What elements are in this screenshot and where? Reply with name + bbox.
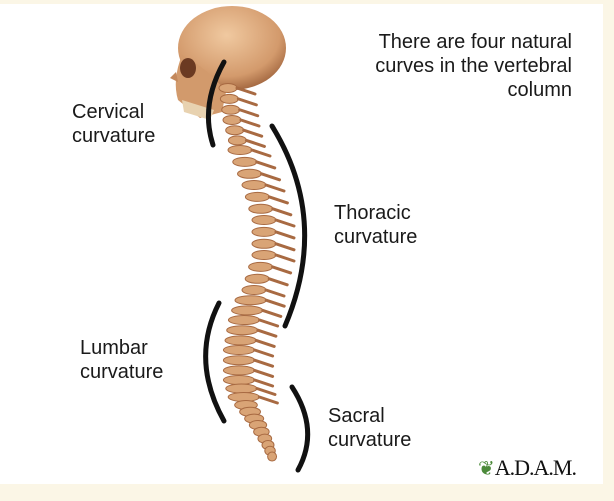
vertebra (227, 145, 253, 155)
lumbar-label: Lumbar curvature (80, 336, 163, 384)
title-line: curves in the vertebral (375, 55, 572, 77)
spinous-process (274, 218, 296, 228)
spinous-process (255, 387, 277, 396)
spinous-process (274, 230, 296, 240)
spinous-process (250, 148, 272, 158)
vertebra (251, 226, 277, 237)
spinous-process (267, 277, 289, 287)
label-line: Thoracic (334, 202, 411, 224)
spinous-process (244, 138, 266, 148)
spinous-process (253, 378, 275, 388)
vertebra (226, 325, 259, 336)
vertebra (244, 273, 270, 284)
vertebra (225, 125, 245, 136)
lumbar-curve-arc (203, 300, 227, 424)
label-line: curvature (328, 429, 412, 451)
spinous-process (264, 183, 286, 193)
spinous-process (257, 395, 279, 405)
vertebra (248, 261, 274, 272)
spinous-process (242, 128, 264, 138)
spinous-process (239, 118, 261, 128)
spinous-process (260, 172, 282, 182)
vertebra (232, 156, 258, 167)
thoracic-label: Thoracic curvature (334, 201, 417, 249)
spinous-process (274, 253, 296, 263)
vertebra (222, 365, 256, 376)
spinous-process (253, 368, 275, 378)
spinous-process (253, 348, 275, 358)
spinous-process (258, 318, 280, 328)
spinous-process (235, 86, 257, 96)
sacral-curve-arc (289, 384, 311, 473)
title-line: There are four natural (378, 31, 572, 53)
spinous-process (264, 288, 286, 298)
vertebra (241, 285, 267, 295)
vertebra (222, 345, 256, 355)
vertebra (231, 305, 264, 316)
vertebra (241, 180, 267, 190)
vertebra (227, 135, 247, 146)
vertebra (219, 93, 239, 104)
spinous-process (261, 308, 283, 318)
label-line: curvature (72, 125, 156, 147)
spinous-process (236, 97, 258, 107)
spinous-process (271, 265, 293, 275)
logo-text: A.D.A.M. (494, 455, 577, 480)
vertebra (221, 104, 241, 115)
vertebra (234, 295, 267, 306)
spinous-process (254, 338, 276, 348)
vertebral-column (218, 83, 296, 462)
vertebra (248, 203, 274, 214)
label-line: curvature (80, 361, 164, 383)
vertebra (222, 355, 256, 366)
spinous-process (274, 242, 296, 252)
skull (170, 6, 286, 120)
cervical-label: Cervical curvature (72, 100, 155, 148)
vertebra (222, 115, 242, 125)
spinous-process (253, 358, 275, 368)
title-line: column (507, 79, 572, 101)
label-line: Sacral (328, 405, 385, 427)
sacral-label: Sacral curvature (328, 404, 411, 452)
vertebra (267, 451, 278, 462)
spinous-process (238, 108, 260, 118)
label-line: curvature (334, 226, 418, 248)
label-line: Cervical (72, 101, 145, 123)
vertebra (222, 375, 256, 385)
leaf-icon: ❦ (478, 458, 495, 480)
vertebra (227, 315, 261, 325)
adam-logo: ❦A.D.A.M. (478, 455, 577, 481)
spinous-process (267, 195, 289, 205)
vertebra (251, 215, 277, 225)
label-line: Lumbar (80, 337, 148, 359)
spinous-process (271, 207, 293, 217)
vertebra (251, 238, 277, 249)
vertebra (225, 383, 258, 394)
spinous-process (256, 328, 278, 338)
thoracic-curve-arc (269, 123, 308, 329)
vertebra (224, 335, 257, 346)
vertebra (244, 191, 270, 202)
vertebra (251, 250, 277, 260)
title-text: There are four natural curves in the ver… (332, 30, 572, 102)
vertebra (237, 168, 263, 179)
spinous-process (264, 298, 286, 308)
vertebra (218, 83, 238, 93)
spinous-process (255, 160, 277, 170)
cervical-curve-arc (206, 59, 227, 148)
